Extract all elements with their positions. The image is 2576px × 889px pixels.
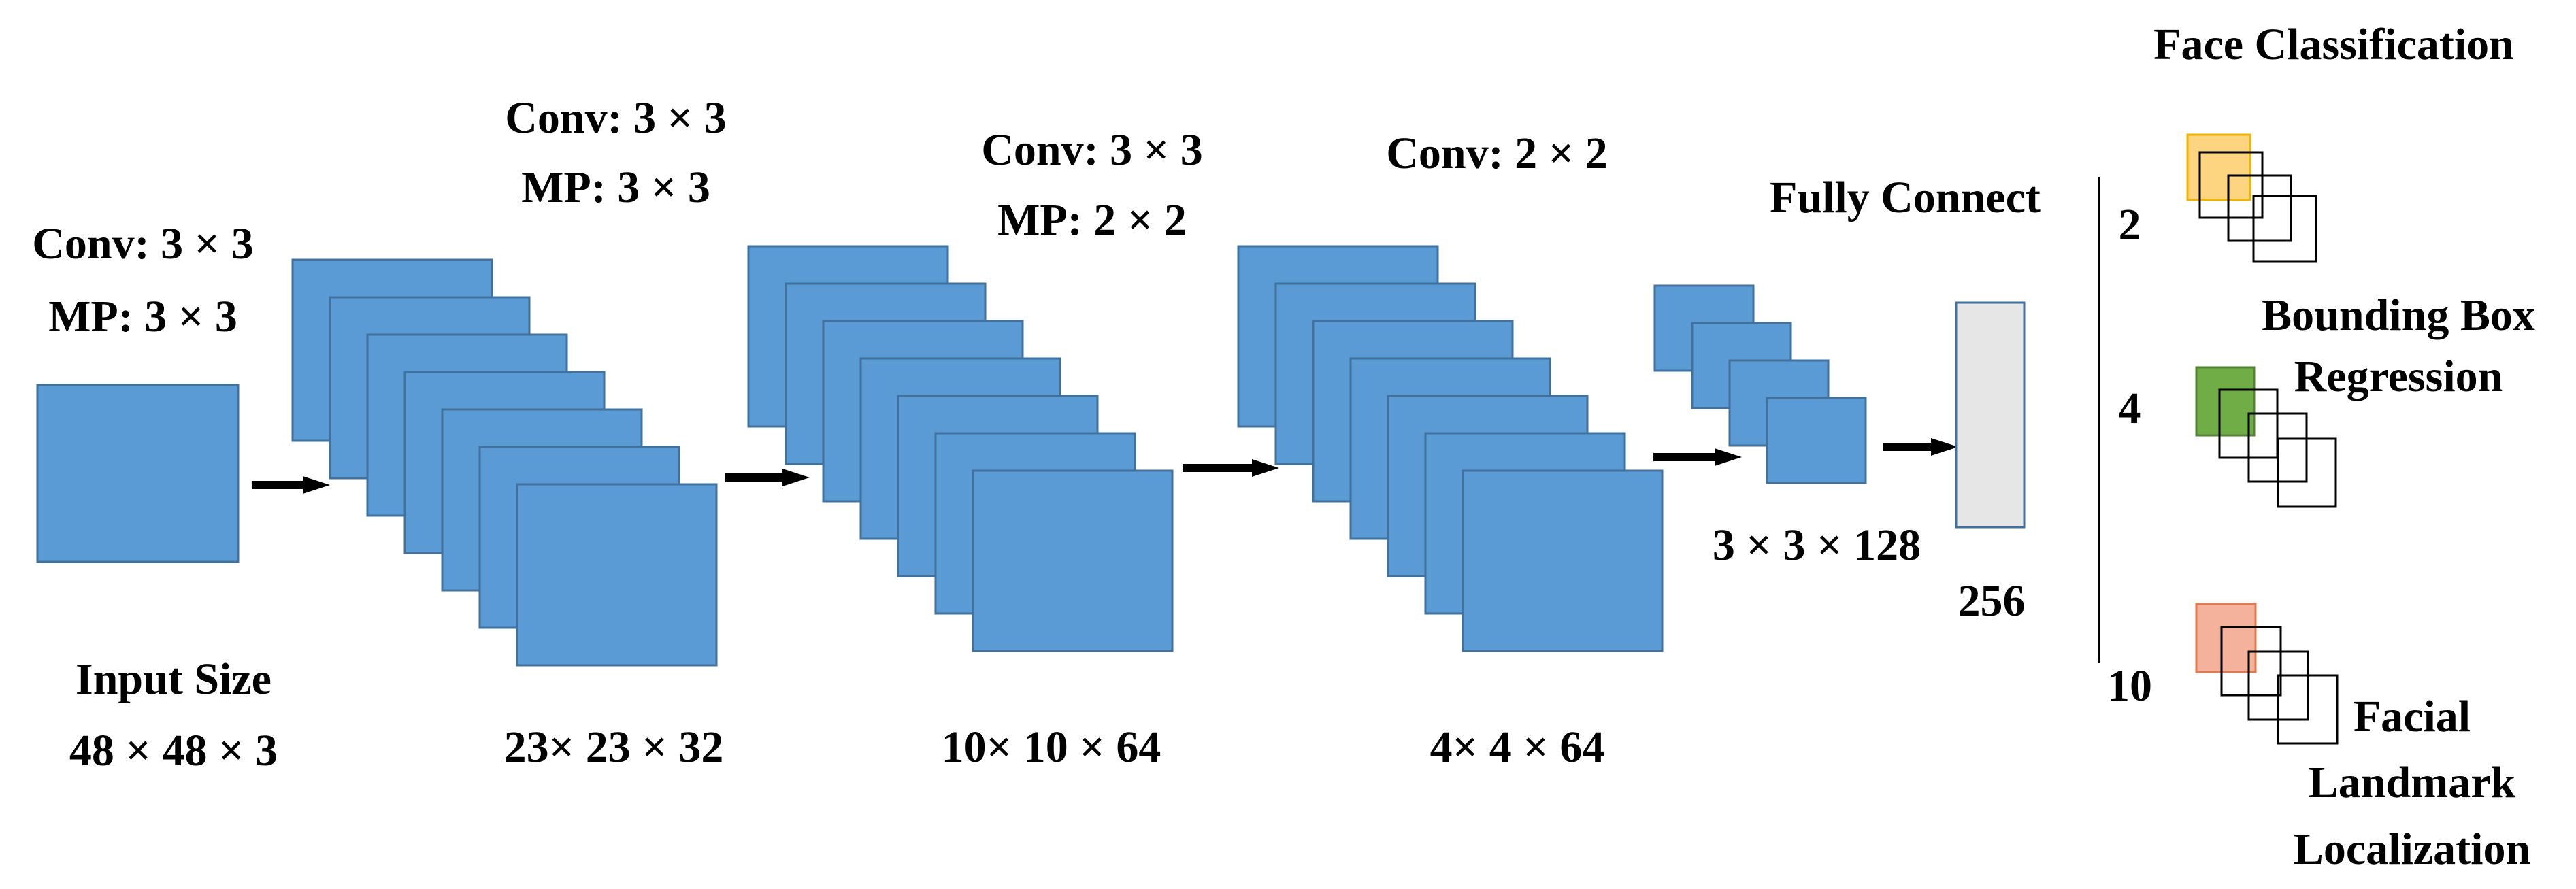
arrow-layer4-to-fc — [1883, 438, 1958, 456]
layer1-map-7 — [516, 483, 718, 667]
face-class-box-outline-3 — [2252, 195, 2317, 263]
arrow-input-to-layer1 — [252, 476, 330, 494]
layer1-stage: Conv: 3 × 3 MP: 3 × 3 23× 23 × 32 — [291, 93, 727, 772]
arrow-layer1-to-layer2 — [725, 469, 810, 486]
face-class-box-outline-2 — [2227, 174, 2292, 242]
layer4-feature-maps — [1653, 284, 1867, 484]
landmark-box-outline-3 — [2277, 674, 2339, 745]
landmark-box-colored — [2195, 603, 2257, 673]
input-size-value: 48 × 48 × 3 — [69, 726, 278, 775]
bbox-label-line1: Bounding Box — [2262, 290, 2535, 340]
landmark-box-outline-1 — [2220, 626, 2282, 697]
fc-vector — [1955, 301, 2026, 529]
layer2-conv-label: Conv: 3 × 3 — [981, 125, 1202, 175]
landmark-localization-output: 10 Facial Landmark Localization — [2107, 603, 2530, 874]
arrow-layer2-to-layer3 — [1183, 459, 1279, 477]
bbox-regression-dim: 4 — [2119, 384, 2141, 433]
layer1-feature-maps — [291, 258, 718, 667]
bbox-regression-output: Bounding Box Regression 4 — [2119, 290, 2535, 508]
layer2-mp-label: MP: 2 × 2 — [997, 195, 1187, 245]
layer3-size: 4× 4 × 64 — [1430, 722, 1605, 772]
fc-title: Fully Connect — [1770, 173, 2041, 222]
input-image-block — [36, 384, 240, 563]
layer2-stage: Conv: 3 × 3 MP: 2 × 2 10× 10 × 64 — [747, 125, 1203, 772]
face-class-box-outline-1 — [2198, 151, 2264, 219]
layer4-map-4 — [1766, 397, 1867, 484]
landmark-dim: 10 — [2107, 661, 2152, 711]
layer2-feature-maps — [747, 245, 1174, 652]
face-classification-label: Face Classification — [2153, 20, 2514, 69]
face-classification-output: Face Classification 2 — [2119, 20, 2514, 263]
fc-stage: Fully Connect 256 — [1770, 173, 2041, 626]
fc-size: 256 — [1958, 576, 2026, 626]
input-conv-label: Conv: 3 × 3 — [32, 219, 253, 269]
bbox-label-line2: Regression — [2294, 352, 2503, 401]
landmark-label-line1: Facial — [2354, 692, 2471, 741]
layer3-conv-label: Conv: 2 × 2 — [1386, 129, 1607, 178]
layer4-size: 3 × 3 × 128 — [1713, 520, 1921, 570]
layer4-stage: 3 × 3 × 128 — [1653, 284, 1921, 570]
face-class-box-colored — [2186, 133, 2251, 201]
layer3-stage: Conv: 2 × 2 4× 4 × 64 — [1237, 129, 1664, 772]
bbox-box-outline-3 — [2277, 437, 2337, 508]
layer2-map-7 — [972, 469, 1174, 652]
bbox-box-colored — [2195, 366, 2256, 437]
landmark-label-line3: Localization — [2294, 824, 2530, 874]
input-size-caption: Input Size — [76, 654, 271, 704]
layer2-size: 10× 10 × 64 — [942, 722, 1161, 772]
arrow-layer3-to-layer4 — [1653, 448, 1742, 466]
landmark-label-line2: Landmark — [2309, 758, 2516, 807]
layer1-size: 23× 23 × 32 — [504, 722, 724, 772]
layer3-feature-maps — [1237, 245, 1664, 652]
input-stage: Conv: 3 × 3 MP: 3 × 3 Input Size 48 × 48… — [32, 219, 278, 775]
face-classification-dim: 2 — [2119, 200, 2141, 250]
layer1-mp-label: MP: 3 × 3 — [521, 163, 710, 212]
input-mp-label: MP: 3 × 3 — [48, 292, 237, 341]
layer3-map-7 — [1462, 469, 1664, 652]
layer1-conv-label: Conv: 3 × 3 — [505, 93, 726, 143]
